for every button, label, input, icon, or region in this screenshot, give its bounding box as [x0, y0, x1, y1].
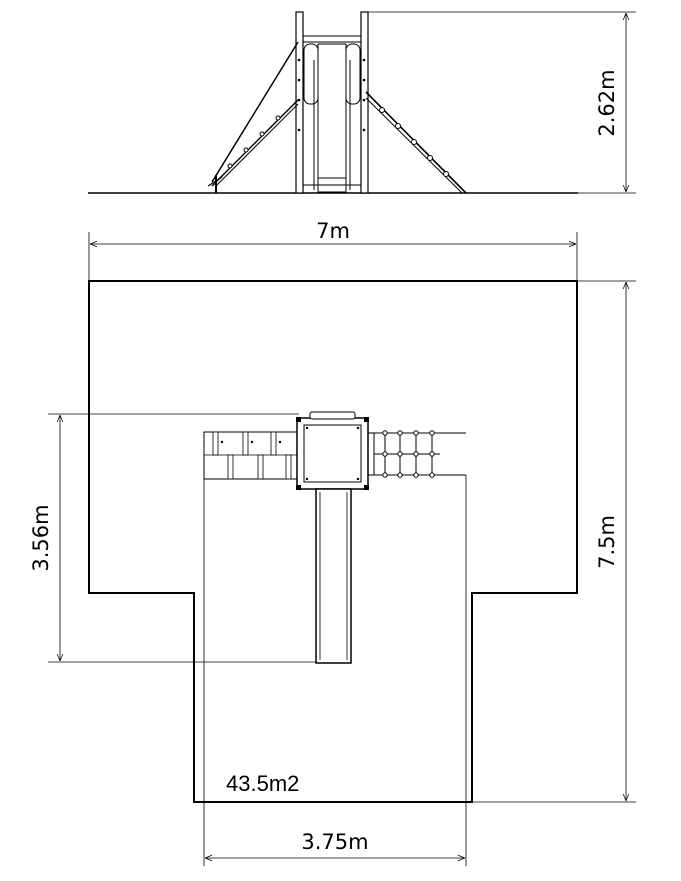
plan-view — [88, 280, 578, 866]
left-climbing-ramp — [207, 41, 299, 193]
right-climbing-net — [365, 91, 467, 194]
tower-elevation — [295, 11, 369, 194]
slide-plan — [315, 488, 352, 664]
height-dimension — [368, 11, 636, 194]
width-dimension-label: 7m — [316, 219, 350, 243]
height-dimension-label: 2.62m — [595, 69, 619, 136]
area-label: 43.5m2 — [226, 771, 299, 796]
left-ramp-plan — [203, 431, 300, 480]
inner-depth-dimension — [48, 413, 316, 663]
depth-dimension-label: 7.5m — [595, 515, 619, 569]
bottom-width-dimension-label: 3.75m — [301, 830, 368, 854]
tower-deck-plan — [296, 411, 369, 490]
inner-depth-dimension-label: 3.56m — [29, 504, 53, 571]
width-dimension — [88, 232, 578, 281]
depth-dimension — [472, 280, 636, 803]
elevation-view — [88, 11, 636, 194]
right-net-plan — [368, 430, 466, 478]
